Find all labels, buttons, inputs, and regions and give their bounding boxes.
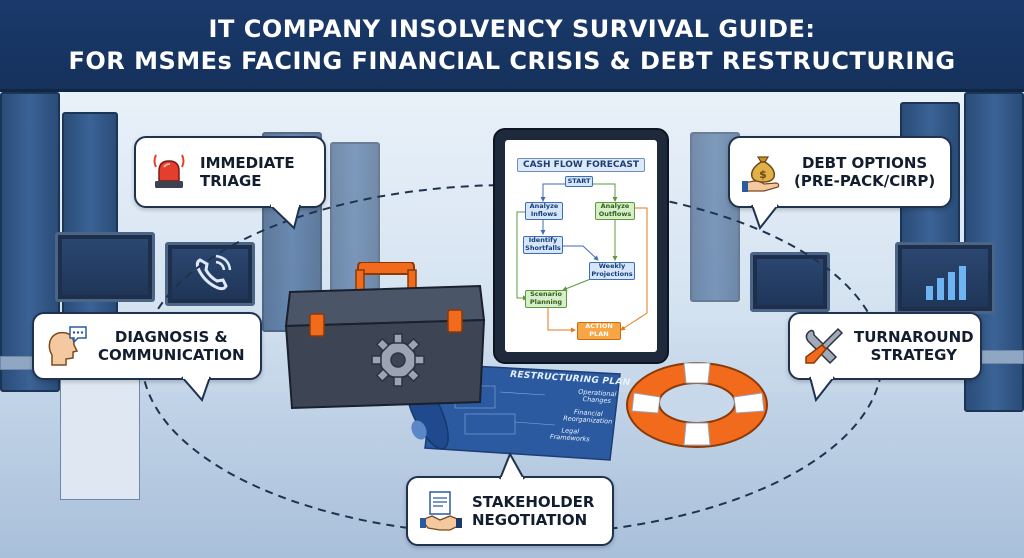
money-bag-hand-icon: $ xyxy=(742,156,780,192)
cash-flow-title: CASH FLOW FORECAST xyxy=(517,158,645,172)
title-line-2: FOR MSMEs FACING FINANCIAL CRISIS & DEBT… xyxy=(68,46,956,75)
node-analyze-outflows: Analyze Outflows xyxy=(595,202,635,220)
callout-line-1: STAKEHOLDER xyxy=(472,493,595,511)
node-analyze-inflows: Analyze Inflows xyxy=(525,202,563,220)
callout-tail xyxy=(499,452,525,480)
wrench-screwdriver-icon xyxy=(805,327,844,365)
cash-flow-flowchart: CASH FLOW FORECAST START Analyze Inflows… xyxy=(503,138,655,350)
svg-text:$: $ xyxy=(759,168,767,181)
callout-label: DIAGNOSIS & COMMUNICATION xyxy=(98,328,245,364)
node-action-plan: ACTION PLAN xyxy=(577,322,621,340)
callout-line-2: NEGOTIATION xyxy=(472,511,588,529)
toolbox-icon xyxy=(284,262,486,410)
callout-stakeholder-negotiation: STAKEHOLDER NEGOTIATION xyxy=(406,476,614,546)
siren-icon xyxy=(153,154,185,188)
callout-line-2: TRIAGE xyxy=(200,172,262,190)
monitor xyxy=(750,252,830,312)
flowchart-arrows xyxy=(516,183,648,333)
node-identify-shortfalls: Identify Shortfalls xyxy=(523,236,563,254)
bar-chart-icon xyxy=(926,266,966,300)
lifebuoy-icon xyxy=(626,362,768,448)
callout-tail xyxy=(181,376,211,402)
callout-turnaround-strategy: TURNAROUND STRATEGY xyxy=(788,312,982,380)
callout-line-1: IMMEDIATE xyxy=(200,154,295,172)
callout-label: IMMEDIATE TRIAGE xyxy=(200,154,295,190)
node-start: START xyxy=(565,176,593,187)
callout-tail xyxy=(809,376,835,402)
callout-label: DEBT OPTIONS (PRE-PACK/CIRP) xyxy=(794,154,935,190)
node-scenario-planning: Scenario Planning xyxy=(525,290,567,308)
gear-icon xyxy=(371,333,425,387)
callout-line-2: (PRE-PACK/CIRP) xyxy=(794,172,936,190)
callout-line-2: STRATEGY xyxy=(870,346,957,364)
speaking-head-icon xyxy=(48,326,87,366)
callout-line-1: TURNAROUND xyxy=(854,328,974,346)
desk-drawers xyxy=(60,370,140,500)
node-weekly-projections: Weekly Projections xyxy=(589,262,635,280)
callout-label: TURNAROUND STRATEGY xyxy=(854,328,974,364)
callout-immediate-triage: IMMEDIATE TRIAGE xyxy=(134,136,326,208)
server-rack xyxy=(330,142,380,312)
callout-line-1: DIAGNOSIS & xyxy=(114,328,228,346)
callout-label: STAKEHOLDER NEGOTIATION xyxy=(472,493,594,529)
callout-line-2: COMMUNICATION xyxy=(98,346,245,364)
phone-icon xyxy=(195,254,232,291)
handshake-document-icon xyxy=(420,491,462,531)
page-header: IT COMPANY INSOLVENCY SURVIVAL GUIDE: FO… xyxy=(0,0,1024,92)
callout-debt-options: $ DEBT OPTIONS (PRE-PACK/CIRP) xyxy=(728,136,952,208)
callout-tail xyxy=(270,204,301,230)
callout-line-1: DEBT OPTIONS xyxy=(801,154,928,172)
monitor xyxy=(55,232,155,302)
callout-diagnosis-communication: DIAGNOSIS & COMMUNICATION xyxy=(32,312,262,380)
callout-tail xyxy=(751,204,779,230)
title-line-1: IT COMPANY INSOLVENCY SURVIVAL GUIDE: xyxy=(208,14,816,43)
